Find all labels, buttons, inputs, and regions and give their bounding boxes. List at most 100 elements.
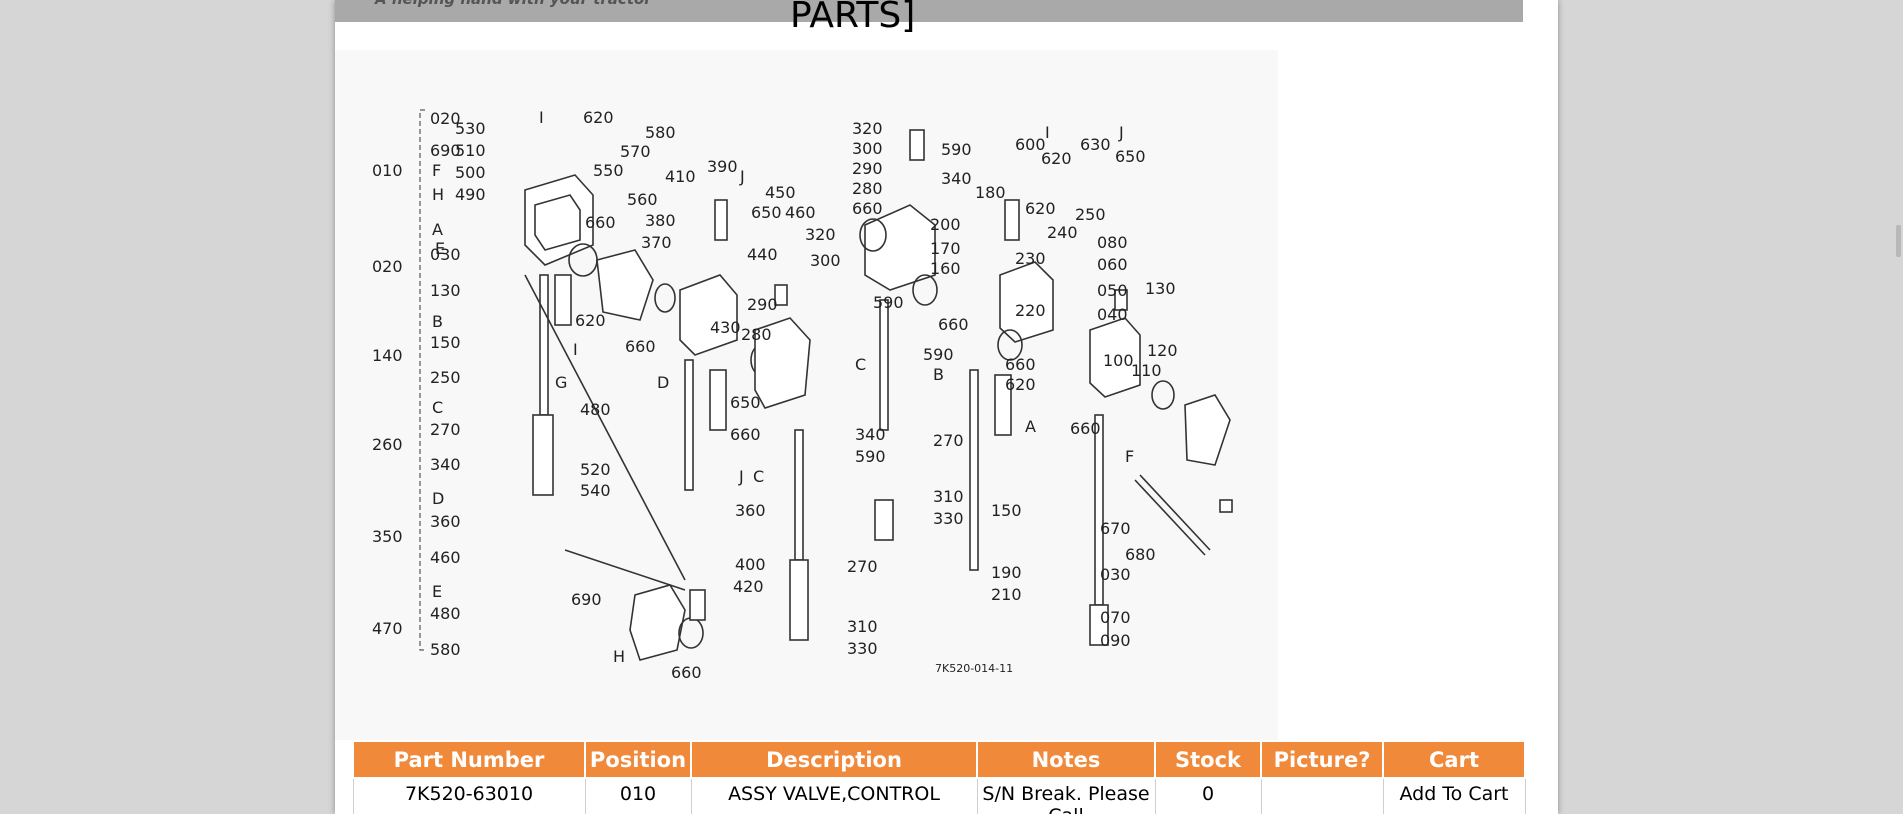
svg-text:030: 030 [1100,565,1131,584]
svg-text:650: 650 [1115,147,1146,166]
svg-text:210: 210 [991,585,1022,604]
svg-text:I: I [539,108,544,127]
svg-text:660: 660 [1070,419,1101,438]
svg-text:170: 170 [930,239,961,258]
cell-notes: S/N Break. Please Call [976,777,1156,814]
svg-text:D: D [432,489,444,508]
svg-text:660: 660 [1005,355,1036,374]
svg-text:130: 130 [430,281,461,300]
svg-text:540: 540 [580,481,611,500]
table-row: 7K520-63010 010 ASSY VALVE,CONTROL S/N B… [352,777,1526,814]
svg-text:560: 560 [627,190,658,209]
svg-text:150: 150 [991,501,1022,520]
svg-text:620: 620 [583,108,614,127]
column-header-cart: Cart [1382,740,1526,779]
page-title: PARTS] [790,0,916,36]
svg-text:B: B [933,365,944,384]
svg-text:180: 180 [975,183,1006,202]
svg-text:290: 290 [747,295,778,314]
svg-text:F: F [432,161,441,180]
add-to-cart-link[interactable]: Add To Cart [1382,777,1526,814]
svg-text:380: 380 [645,211,676,230]
svg-text:250: 250 [1075,205,1106,224]
column-header-position: Position [584,740,692,779]
svg-text:590: 590 [923,345,954,364]
svg-text:650: 650 [730,393,761,412]
svg-text:680: 680 [1125,545,1156,564]
svg-text:190: 190 [991,563,1022,582]
svg-text:150: 150 [430,333,461,352]
svg-text:420: 420 [733,577,764,596]
svg-text:A: A [432,220,443,239]
svg-text:660: 660 [625,337,656,356]
svg-text:480: 480 [430,604,461,623]
range-350: 350 [372,527,403,546]
valve-block-2 [679,199,811,621]
svg-text:660: 660 [585,213,616,232]
svg-text:670: 670 [1100,519,1131,538]
svg-text:660: 660 [730,425,761,444]
svg-text:660: 660 [671,663,702,682]
svg-text:620: 620 [575,311,606,330]
svg-text:C: C [753,467,764,486]
svg-text:270: 270 [933,431,964,450]
svg-text:310: 310 [933,487,964,506]
svg-text:620: 620 [1041,149,1072,168]
site-header-bar: A helping hand with your tractor [335,0,1523,22]
svg-text:240: 240 [1047,223,1078,242]
svg-text:460: 460 [430,548,461,567]
svg-text:630: 630 [1080,135,1111,154]
svg-text:590: 590 [855,447,886,466]
svg-text:360: 360 [735,501,766,520]
svg-text:230: 230 [1015,249,1046,268]
svg-text:480: 480 [580,400,611,419]
diagram-code: 7K520-014-11 [935,662,1013,675]
svg-text:F: F [1125,447,1134,466]
svg-text:250: 250 [430,368,461,387]
cell-stock: 0 [1154,777,1262,814]
parts-table-header: Part Number Position Description Notes S… [352,740,1526,779]
svg-text:B: B [432,312,443,331]
svg-text:130: 130 [1145,279,1176,298]
svg-text:340: 340 [941,169,972,188]
svg-text:J: J [739,167,745,186]
scrollbar-thumb[interactable] [1896,225,1901,257]
svg-text:320: 320 [852,119,883,138]
svg-text:110: 110 [1131,361,1162,380]
range-010: 010 [372,161,403,180]
svg-text:G: G [555,373,567,392]
svg-text:340: 340 [430,455,461,474]
svg-text:I: I [573,340,578,359]
svg-text:340: 340 [855,425,886,444]
svg-text:660: 660 [852,199,883,218]
svg-text:400: 400 [735,555,766,574]
svg-text:C: C [855,355,866,374]
svg-text:A: A [1025,417,1036,436]
svg-text:C: C [432,398,443,417]
svg-text:530: 530 [455,119,486,138]
svg-text:330: 330 [847,639,878,658]
svg-text:320: 320 [805,225,836,244]
svg-text:270: 270 [847,557,878,576]
svg-text:070: 070 [1100,608,1131,627]
svg-text:220: 220 [1015,301,1046,320]
site-tagline: A helping hand with your tractor [375,0,652,8]
svg-text:300: 300 [810,251,841,270]
svg-text:580: 580 [645,123,676,142]
svg-text:050: 050 [1097,281,1128,300]
range-020: 020 [372,257,403,276]
svg-text:660: 660 [938,315,969,334]
cell-position: 010 [584,777,692,814]
svg-text:410: 410 [665,167,696,186]
svg-text:370: 370 [641,233,672,252]
column-header-part-number: Part Number [352,740,586,779]
svg-text:330: 330 [933,509,964,528]
column-header-stock: Stock [1154,740,1262,779]
page-content: A helping hand with your tractor PARTS] … [335,0,1558,814]
svg-text:100: 100 [1103,351,1134,370]
valve-block-5 [1089,289,1233,646]
valve-block-3 [789,129,938,641]
svg-text:500: 500 [455,163,486,182]
